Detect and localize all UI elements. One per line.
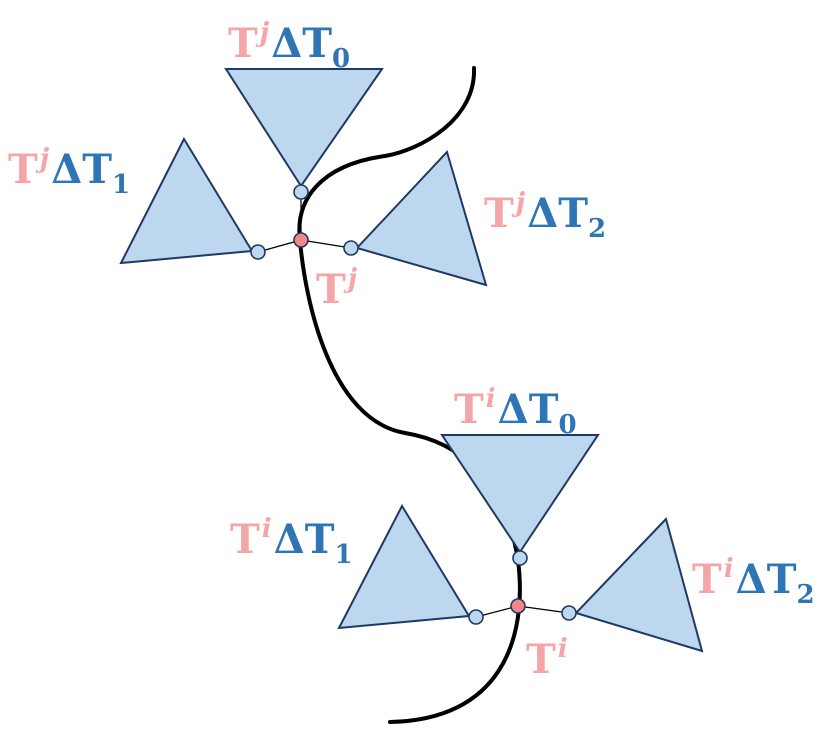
pose-j-group	[119, 68, 488, 287]
link-i-to-t2	[517, 605, 570, 614]
triangle-j-t2	[355, 150, 488, 287]
label-i-t0: TiΔT0	[454, 384, 577, 440]
node-i-t1	[468, 609, 484, 625]
label-i-t1: TiΔT1	[230, 514, 353, 570]
label-j-t2: TjΔT2	[484, 188, 607, 244]
pose-i-group	[337, 434, 704, 653]
triangle-j-t0	[224, 68, 384, 188]
node-i-t0	[512, 550, 528, 566]
triangle-i-t1	[337, 503, 471, 630]
node-i-t2	[561, 605, 577, 621]
label-pose-i: Ti	[526, 634, 568, 683]
node-j-t1	[250, 244, 266, 260]
label-j-t0: TjΔT0	[228, 18, 351, 74]
triangle-j-t1	[119, 136, 254, 265]
label-i-t2: TiΔT2	[692, 554, 815, 610]
link-i-to-t0	[517, 557, 521, 607]
node-j-t2	[343, 240, 359, 256]
label-j-t1: TjΔT1	[8, 144, 131, 200]
link-j-to-t2	[300, 239, 352, 249]
node-j-t0	[293, 184, 309, 200]
trajectory-curve	[297, 66, 522, 724]
triangle-i-t2	[574, 517, 704, 653]
pose-node-i	[510, 598, 526, 614]
label-pose-j: Tj	[316, 264, 358, 313]
triangle-i-t0	[440, 434, 600, 554]
pose-node-j	[293, 232, 309, 248]
